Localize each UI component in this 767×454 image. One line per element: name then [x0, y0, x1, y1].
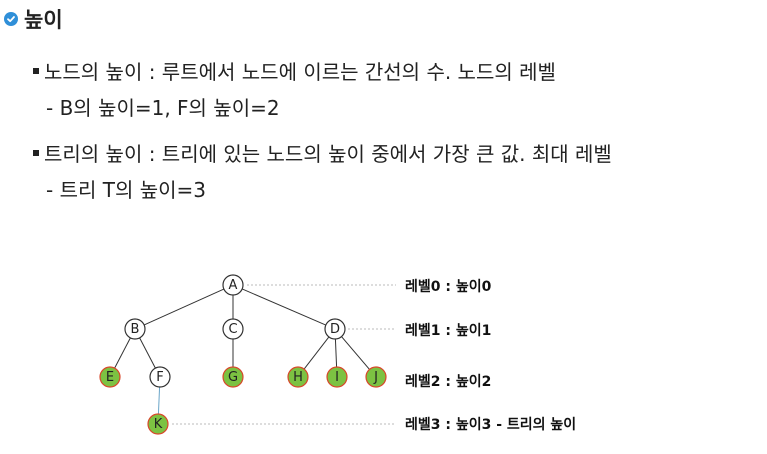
- edge-D-I: [334, 338, 338, 368]
- square-bullet-icon: [33, 149, 39, 156]
- tree-node-F: F: [149, 366, 171, 388]
- bullet-node-height: 노드의 높이 : 루트에서 노드에 이르는 간선의 수. 노드의 레벨: [33, 56, 556, 85]
- node-label: A: [229, 278, 238, 293]
- node-label: B: [131, 322, 140, 337]
- edge-B-E: [114, 337, 131, 369]
- node-circle: [99, 366, 121, 388]
- tree-node-E: E: [99, 366, 121, 388]
- node-circle: [124, 318, 146, 340]
- node-circle: [365, 366, 387, 388]
- sub-item-tree-height: - 트리 T의 높이=3: [46, 178, 206, 202]
- level-label-3: 레벨3 : 높이3 - 트리의 높이: [405, 416, 576, 433]
- section-heading: 높이: [4, 4, 63, 34]
- edge-F-K: [157, 386, 161, 415]
- tree-node-G: G: [222, 366, 244, 388]
- node-circle: [147, 413, 169, 435]
- level-label-2: 레벨2 : 높이2: [405, 373, 491, 390]
- node-label: H: [293, 370, 303, 385]
- tree-node-C: C: [222, 318, 244, 340]
- node-circle: [287, 366, 309, 388]
- edge-A-B: [143, 288, 225, 326]
- level-label-1: 레벨1 : 높이1: [405, 322, 491, 339]
- node-label: D: [330, 322, 340, 337]
- node-label: E: [106, 370, 114, 385]
- node-label: C: [228, 322, 237, 337]
- bullet-text: 노드의 높이 : 루트에서 노드에 이르는 간선의 수. 노드의 레벨: [44, 60, 556, 84]
- node-label: G: [228, 370, 238, 385]
- level-label-0: 레벨0 : 높이0: [405, 278, 492, 295]
- node-circle: [326, 366, 348, 388]
- node-label: I: [335, 370, 339, 385]
- node-label: K: [154, 417, 163, 432]
- square-bullet-icon: [33, 67, 39, 74]
- page-title: 높이: [24, 8, 63, 32]
- node-label: F: [156, 370, 163, 385]
- edge-D-J: [341, 336, 370, 370]
- tree-node-H: H: [287, 366, 309, 388]
- bullet-text: 트리의 높이 : 트리에 있는 노드의 높이 중에서 가장 큰 값. 최대 레벨: [44, 142, 612, 166]
- edge-B-F: [139, 337, 156, 369]
- tree-node-K: K: [147, 413, 169, 435]
- sub-item-example-heights: - B의 높이=1, F의 높이=2: [46, 96, 280, 120]
- node-circle: [324, 318, 346, 340]
- node-label: J: [373, 370, 378, 385]
- check-circle-icon: [4, 12, 18, 26]
- tree-node-J: J: [365, 366, 387, 388]
- edge-A-D: [241, 288, 327, 326]
- node-circle: [222, 318, 244, 340]
- edge-D-H: [303, 336, 330, 370]
- node-circle: [222, 274, 244, 296]
- bullet-tree-height: 트리의 높이 : 트리에 있는 노드의 높이 중에서 가장 큰 값. 최대 레벨: [33, 138, 612, 167]
- tree-node-A: A: [222, 274, 244, 296]
- tree-node-I: I: [326, 366, 348, 388]
- node-circle: [222, 366, 244, 388]
- node-circle: [149, 366, 171, 388]
- tree-node-D: D: [324, 318, 346, 340]
- tree-node-B: B: [124, 318, 146, 340]
